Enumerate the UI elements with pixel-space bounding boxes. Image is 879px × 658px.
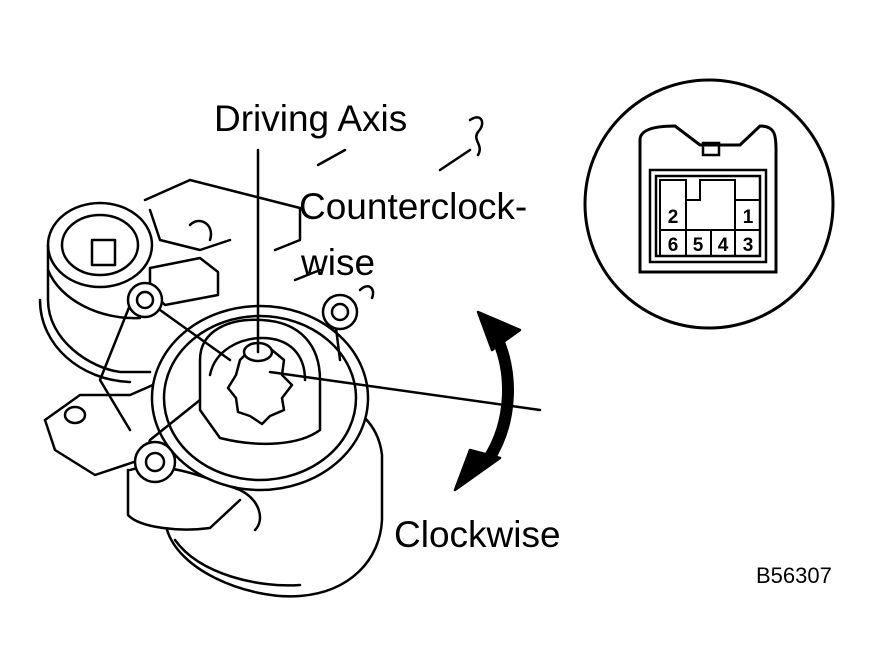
counterclockwise-label-line1: Counterclock- [299,186,528,227]
connector-pin-3: 3 [743,235,754,256]
actuator-housing [38,178,384,598]
counterclockwise-label-line2: wise [301,242,376,283]
figure-code: B56307 [756,563,832,588]
driving-axis-label: Driving Axis [214,98,408,139]
connector-pin-2: 2 [668,207,679,228]
connector-pin-4: 4 [718,235,729,256]
connector-callout [583,78,835,330]
connector-pin-1: 1 [743,207,754,228]
rotation-arrow [453,310,522,492]
connector-pin-5: 5 [693,235,704,256]
connector-pin-6: 6 [668,235,679,256]
gear-pointer-line [268,370,542,412]
clockwise-label: Clockwise [394,514,561,555]
